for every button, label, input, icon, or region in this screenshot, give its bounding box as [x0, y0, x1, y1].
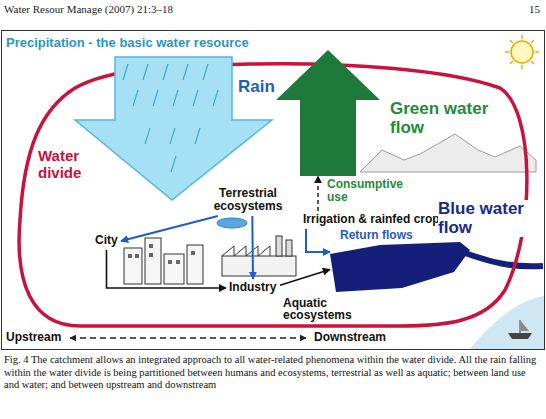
window [128, 254, 132, 258]
rain-streak [145, 128, 150, 144]
sun-ray [531, 61, 534, 64]
rain-streak [133, 90, 138, 106]
window [191, 251, 195, 255]
figure-frame [2, 31, 545, 350]
flow-heading: Blue water flow [438, 200, 538, 237]
rain-streak [143, 64, 148, 80]
rain-streak [173, 90, 178, 106]
outlet-river [462, 252, 543, 266]
rain-streak [213, 90, 218, 106]
precipitation-heading: Precipitation - the basic water resource [6, 36, 249, 50]
aquatic-label: Aquatic ecosystems [283, 297, 363, 321]
boat [508, 320, 532, 339]
sun-ray [510, 40, 513, 43]
factory-roof [222, 246, 270, 256]
sun-ray [510, 61, 513, 64]
factory [222, 236, 296, 276]
rain-streak [153, 90, 158, 106]
rain-streak [193, 90, 198, 106]
label-slot: Water divide [38, 148, 100, 181]
water-flow-arrow [251, 216, 254, 279]
rain-streak [171, 156, 176, 172]
upstream-label: Upstream [6, 331, 61, 344]
rain-streaks [123, 64, 218, 172]
use-flow-arrow [280, 270, 330, 286]
water-flow-arrow [121, 216, 218, 241]
flow-heading: Green water flow [390, 100, 502, 137]
label-slot: Downstream [314, 331, 386, 344]
water-divide-curve [19, 64, 527, 326]
label-slot: Precipitation - the basic water resource [6, 36, 249, 50]
rain-streak [170, 128, 175, 144]
edge-label: Return flows [340, 229, 413, 242]
divide-label: Water divide [38, 148, 100, 181]
area-label: Irrigation & rainfed crops [300, 211, 450, 228]
green-arrow-shape [268, 48, 388, 176]
page-number: 15 [529, 3, 540, 15]
area-label: Terrestrial ecosystems [205, 185, 291, 215]
label-slot: 15 [529, 3, 540, 15]
caption-slot: Fig. 4 The catchment allows an integrate… [4, 354, 542, 392]
figure-caption: Fig. 4 The catchment allows an integrate… [4, 354, 542, 392]
window [135, 254, 139, 258]
lake-shape [330, 242, 470, 292]
area-label: City [92, 232, 121, 249]
rain-streak [163, 64, 168, 80]
window [149, 244, 153, 248]
rain-streak [123, 64, 128, 80]
rain-streak [195, 128, 200, 144]
industry-area: Industry [226, 279, 280, 297]
sun-ray [521, 35, 523, 39]
sun-ray [521, 65, 523, 69]
return-flow-arrow [306, 229, 330, 252]
building [187, 245, 203, 284]
crop-area: Irrigation & rainfed crops [300, 211, 450, 229]
window [168, 260, 172, 264]
edge-label: Consumptive use [327, 178, 413, 204]
city-area: City [92, 232, 121, 250]
chimney [286, 240, 292, 256]
boat-mast [520, 320, 521, 333]
ecosystem-area: Terrestrial ecosystems [205, 185, 291, 216]
rain-label: Rain [238, 78, 275, 97]
sun-ray [535, 51, 539, 53]
label-slot: Upstream [6, 331, 61, 344]
area-label: Industry [226, 279, 280, 296]
sun-ray [531, 40, 534, 43]
factory-hall [222, 256, 296, 276]
building [164, 254, 184, 284]
green-arrow-shape [276, 50, 380, 176]
blue-water-body: Blue water flow [330, 242, 470, 292]
sea [470, 296, 544, 349]
mountain-range [360, 134, 536, 172]
lake-shape [330, 242, 470, 292]
sun [505, 35, 539, 69]
label-slot: Aquatic ecosystems [283, 297, 363, 321]
sun-ray [505, 51, 509, 53]
upstream-downstream-arrow [70, 337, 306, 339]
use-flow-arrow [107, 250, 227, 288]
green-water-arrow: Green water flow [268, 48, 388, 176]
rain-streak [183, 64, 188, 80]
rain-streak [203, 64, 208, 80]
city-buildings [124, 238, 203, 284]
building [124, 248, 142, 284]
edge-label-slot: Return flows [340, 229, 413, 242]
consumptive-use-arrow [317, 176, 318, 211]
pond [217, 218, 247, 228]
building [145, 238, 161, 284]
sun-disc [511, 41, 533, 63]
edge-label-slot: Consumptive use [327, 178, 413, 204]
boat-hull [508, 333, 532, 339]
window [176, 260, 180, 264]
downstream-label: Downstream [314, 331, 386, 344]
chimney [276, 236, 282, 256]
running-head: Water Resour Manage (2007) 21:3–18 [4, 3, 173, 15]
window [149, 253, 153, 257]
boat-sail [521, 321, 529, 331]
label-slot: Water Resour Manage (2007) 21:3–18 [4, 3, 173, 15]
label-slot: Rain [238, 78, 275, 97]
